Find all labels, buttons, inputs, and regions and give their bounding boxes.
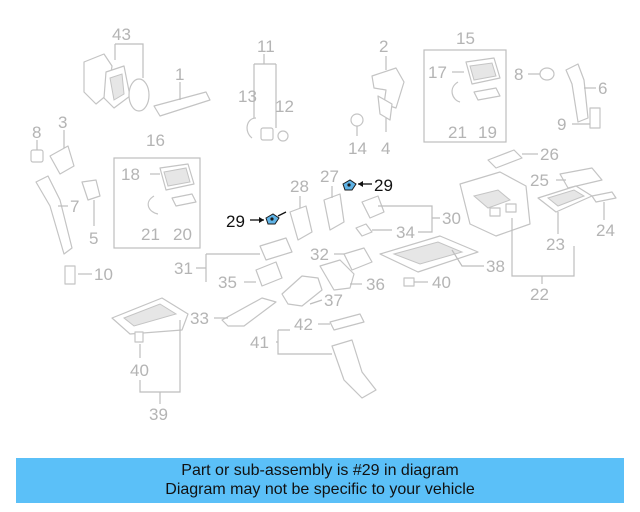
leader-39 xyxy=(139,320,181,404)
callout-29-upper: 29 xyxy=(374,176,393,195)
callout-9: 9 xyxy=(557,115,566,134)
callout-24: 24 xyxy=(596,221,615,240)
box-16 xyxy=(113,157,201,249)
callout-26: 26 xyxy=(540,145,559,164)
callout-22: 22 xyxy=(530,285,549,304)
callout-37: 37 xyxy=(324,291,343,310)
callout-11: 11 xyxy=(257,37,275,56)
part-6-duct xyxy=(565,63,589,123)
callout-39: 39 xyxy=(149,405,168,424)
callout-6: 6 xyxy=(598,79,607,98)
callout-7: 7 xyxy=(70,197,79,216)
part-20-cover xyxy=(171,193,197,207)
part-19-cover xyxy=(473,87,501,101)
callout-14: 14 xyxy=(348,139,367,158)
callout-21-upper: 21 xyxy=(448,123,467,142)
part-27-duct xyxy=(323,193,345,231)
part-7-panel xyxy=(35,175,73,255)
leader-11 xyxy=(253,54,277,128)
part-4-bracket xyxy=(377,95,393,121)
callout-31: 31 xyxy=(174,259,193,278)
leader-43 xyxy=(114,43,144,78)
part-34-clip xyxy=(355,223,373,237)
part-5-bracket xyxy=(81,179,101,201)
part-8-knob-b xyxy=(30,149,44,163)
callout-23: 23 xyxy=(546,235,565,254)
callout-35: 35 xyxy=(218,273,237,292)
callout-28: 28 xyxy=(290,177,309,196)
part-3-vent xyxy=(49,145,75,175)
part-43-vent xyxy=(83,53,150,112)
part-40-clip-b xyxy=(134,331,144,343)
callout-16: 16 xyxy=(146,131,165,150)
part-35-vent xyxy=(255,261,283,287)
callout-15: 15 xyxy=(456,29,475,48)
part-41-duct xyxy=(331,339,377,399)
part-25-panel xyxy=(559,167,603,189)
callout-21-lower: 21 xyxy=(141,225,160,244)
callout-40-right: 40 xyxy=(432,273,451,292)
callout-17: 17 xyxy=(428,63,447,82)
part-33-duct xyxy=(221,297,277,327)
part-24-strip xyxy=(591,191,617,203)
callout-30: 30 xyxy=(442,209,461,228)
leader-41 xyxy=(276,329,332,355)
callout-4: 4 xyxy=(381,139,390,158)
part-21-clip-a xyxy=(451,81,461,103)
banner-line-2: Diagram may not be specific to your vehi… xyxy=(165,481,475,498)
callout-10: 10 xyxy=(94,265,113,284)
part-8-knob-a xyxy=(539,67,555,81)
part-28-duct xyxy=(289,205,313,241)
part-14-knob xyxy=(350,113,364,127)
part-36-duct xyxy=(319,259,355,291)
part-13-clip xyxy=(246,117,257,139)
part-12-grommet xyxy=(260,127,289,142)
info-banner: Part or sub-assembly is #29 in diagram D… xyxy=(16,458,624,503)
part-37-duct xyxy=(281,275,323,307)
part-1-strip xyxy=(153,91,211,117)
callout-42: 42 xyxy=(294,315,313,334)
callout-13: 13 xyxy=(238,87,257,106)
part-42-trim xyxy=(329,313,365,331)
callout-8-left: 8 xyxy=(32,123,41,142)
part-31-duct xyxy=(259,237,293,261)
callout-20: 20 xyxy=(173,225,192,244)
part-26-trim xyxy=(487,149,523,169)
parts-diagram: 43 1 11 13 12 2 14 4 15 17 21 19 8 6 9 8… xyxy=(30,25,617,424)
part-9-vent xyxy=(589,107,601,129)
callout-34: 34 xyxy=(396,223,415,242)
callout-41: 41 xyxy=(250,333,269,352)
box-15 xyxy=(423,49,507,143)
callout-29-lower: 29 xyxy=(226,212,245,231)
callout-1: 1 xyxy=(175,65,184,84)
part-40-clip-a xyxy=(403,277,415,287)
callout-18: 18 xyxy=(121,165,140,184)
callout-33: 33 xyxy=(190,309,209,328)
callout-2: 2 xyxy=(379,37,388,56)
callout-38: 38 xyxy=(486,257,505,276)
callout-19: 19 xyxy=(478,123,497,142)
part-29-clip-lower xyxy=(265,211,287,225)
part-21-clip-b xyxy=(147,195,159,215)
callout-25: 25 xyxy=(530,171,549,190)
banner-line-1: Part or sub-assembly is #29 in diagram xyxy=(181,462,459,479)
callout-40-left: 40 xyxy=(130,361,149,380)
callout-27: 27 xyxy=(320,167,339,186)
part-32-duct xyxy=(343,247,373,271)
callout-32: 32 xyxy=(310,245,329,264)
callout-8-right: 8 xyxy=(514,65,523,84)
callout-12: 12 xyxy=(275,97,294,116)
callout-43: 43 xyxy=(112,25,131,44)
callout-5: 5 xyxy=(89,229,98,248)
part-10-vent xyxy=(64,265,76,285)
leader-22 xyxy=(511,218,575,284)
callout-3: 3 xyxy=(58,113,67,132)
part-29-clip-upper xyxy=(342,179,357,191)
callout-36: 36 xyxy=(366,275,385,294)
part-30-duct xyxy=(361,195,385,219)
